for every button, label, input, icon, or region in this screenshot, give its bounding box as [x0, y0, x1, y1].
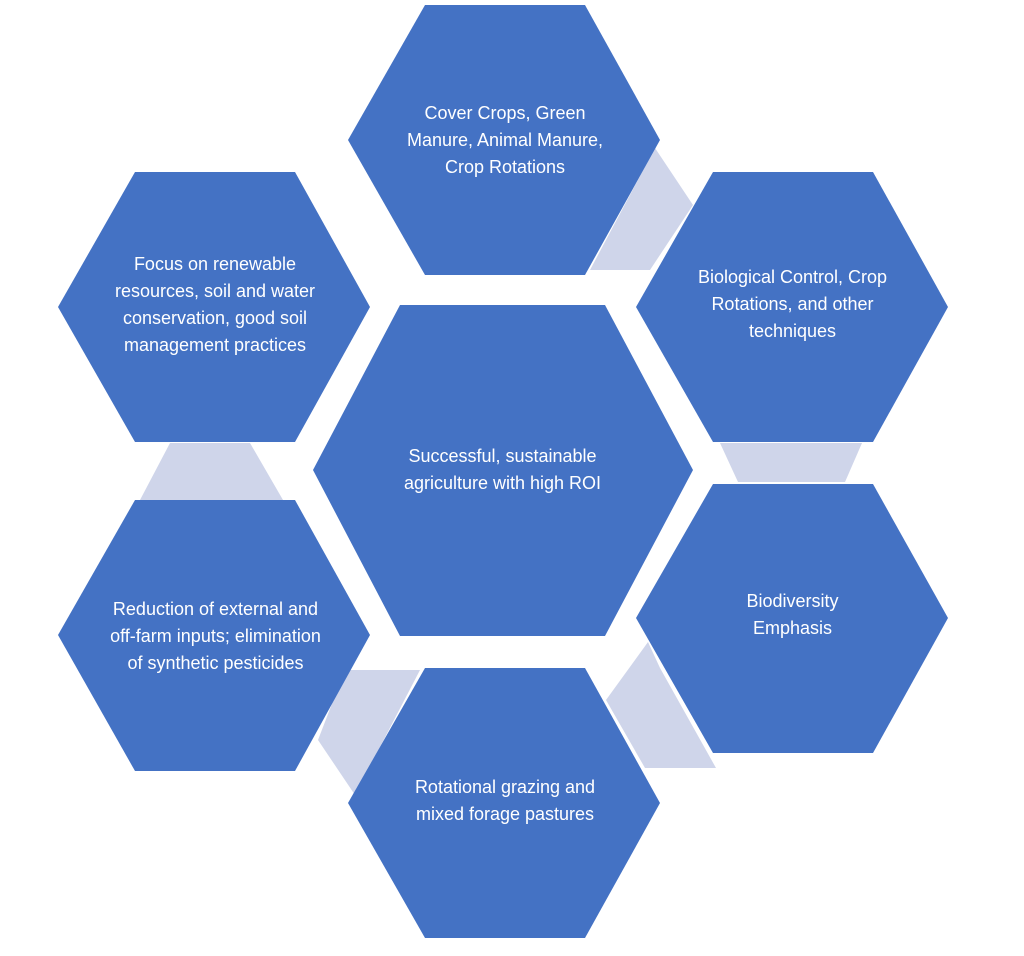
hexagon-top-left [58, 172, 370, 442]
connector-bottom-bottomleft [318, 670, 420, 795]
hexagon-bottom-left [58, 500, 370, 771]
node-label-top-left: Focus on renewable resources, soil and w… [114, 253, 316, 355]
node-label-bottom-left: Reduction of external and off-farm input… [110, 598, 321, 673]
hexagon-bottom [348, 668, 660, 938]
node-label-top-right: Biological Control, Crop Rotations, and … [697, 267, 888, 341]
hexagon-bottom-right [636, 484, 948, 753]
hexagon-center [313, 305, 693, 636]
connector-top-topright [590, 148, 693, 270]
center-label: Successful, sustainable agriculture with… [403, 446, 602, 493]
node-label-top: Cover Crops, Green Manure, Animal Manure… [406, 102, 604, 177]
connector-bottomleft-topleft [140, 443, 283, 500]
hexagon-top-right [636, 172, 948, 442]
connector-bottomright-bottom [606, 642, 716, 768]
node-label-bottom: Rotational grazing and mixed forage past… [414, 776, 596, 824]
connector-topright-bottomright [720, 443, 862, 482]
hexagon-top [348, 5, 660, 275]
node-label-bottom-right: Biodiversity Emphasis [746, 591, 839, 638]
